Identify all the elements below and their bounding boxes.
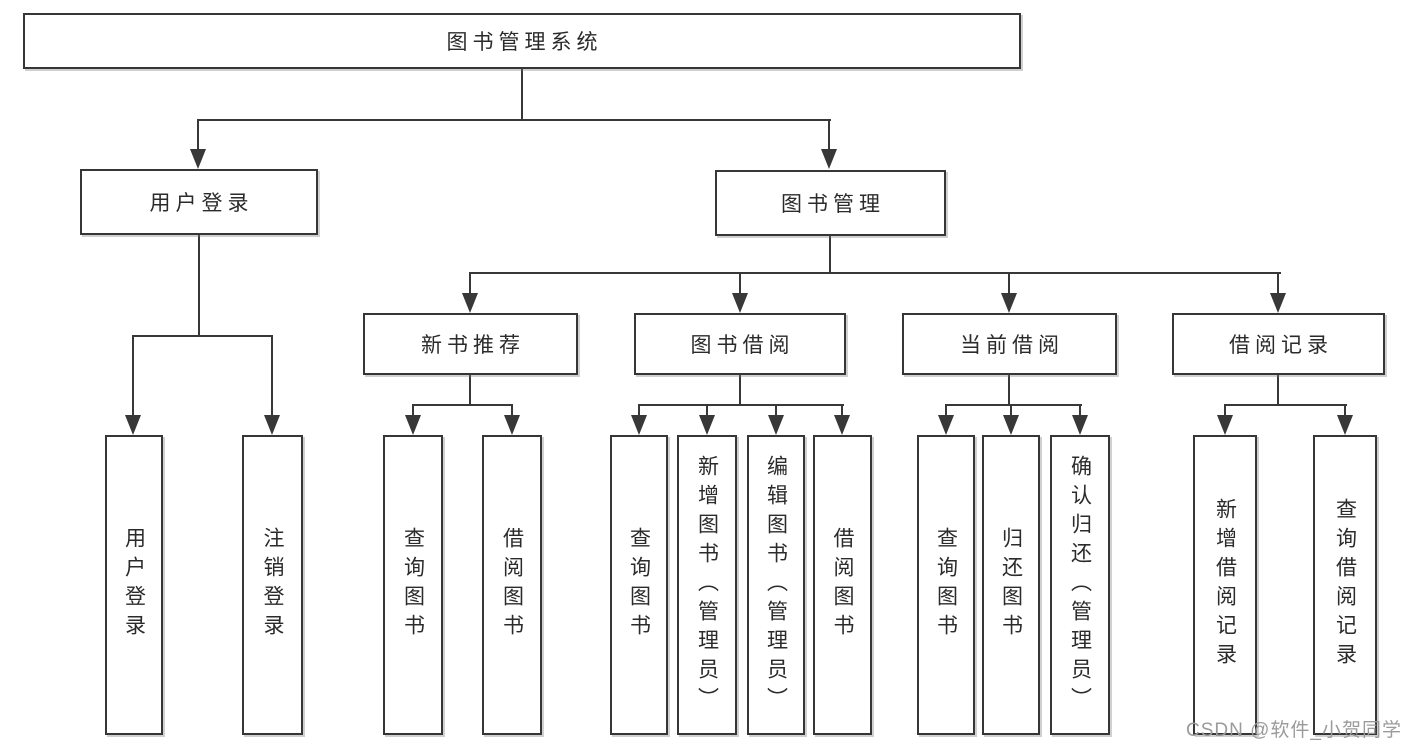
- node-book-management: 图书管理: [715, 170, 946, 236]
- arrowhead-down-icon: [1072, 415, 1088, 435]
- connector-vline: [1277, 373, 1279, 404]
- node-book-borrow: 图书借阅: [634, 313, 846, 375]
- leaf-query-borrow-record: 查询借阅记录: [1313, 435, 1377, 735]
- connector-vline: [412, 404, 414, 417]
- arrowhead-down-icon: [462, 293, 478, 313]
- connector-vline: [271, 335, 273, 417]
- connector-hline: [1224, 404, 1347, 406]
- connector-vline: [638, 404, 640, 417]
- node-user-login: 用户登录: [80, 169, 318, 235]
- node-current-borrow: 当前借阅: [902, 313, 1117, 375]
- arrowhead-down-icon: [768, 415, 784, 435]
- arrowhead-down-icon: [938, 415, 954, 435]
- leaf-borrow-book-1: 借阅图书: [482, 435, 542, 735]
- leaf-query-book-1: 查询图书: [383, 435, 443, 735]
- connector-vline: [1008, 272, 1010, 295]
- leaf-borrow-book-2: 借阅图书: [813, 435, 872, 735]
- arrowhead-down-icon: [405, 415, 421, 435]
- arrowhead-down-icon: [190, 149, 206, 169]
- leaf-query-book-2: 查询图书: [610, 435, 668, 735]
- leaf-logout: 注销登录: [242, 435, 303, 735]
- leaf-user-login: 用户登录: [105, 435, 163, 735]
- arrowhead-down-icon: [821, 149, 837, 169]
- node-new-book-recommend: 新书推荐: [363, 313, 578, 375]
- leaf-confirm-return-admin: 确认归还（管理员）: [1050, 435, 1110, 735]
- connector-vline: [945, 404, 947, 417]
- leaf-return-book: 归还图书: [982, 435, 1040, 735]
- connector-vline: [841, 404, 843, 417]
- arrowhead-down-icon: [1217, 415, 1233, 435]
- connector-vline: [706, 404, 708, 417]
- leaf-query-book-3: 查询图书: [917, 435, 975, 735]
- connector-hline: [412, 404, 513, 406]
- connector-vline: [132, 335, 134, 417]
- connector-vline: [739, 272, 741, 295]
- connector-vline: [775, 404, 777, 417]
- connector-hline: [469, 272, 1281, 274]
- connector-hline: [132, 335, 273, 337]
- connector-vline: [1079, 404, 1081, 417]
- connector-vline: [1008, 373, 1010, 404]
- arrowhead-down-icon: [1001, 293, 1017, 313]
- leaf-add-book-admin: 新增图书（管理员）: [677, 435, 737, 735]
- connector-vline: [469, 272, 471, 295]
- arrowhead-down-icon: [125, 415, 141, 435]
- arrowhead-down-icon: [1337, 415, 1353, 435]
- connector-vline: [198, 233, 200, 335]
- connector-vline: [1224, 404, 1226, 417]
- arrowhead-down-icon: [504, 415, 520, 435]
- connector-vline: [739, 373, 741, 404]
- arrowhead-down-icon: [264, 415, 280, 435]
- connector-hline: [638, 404, 844, 406]
- connector-vline: [828, 119, 830, 151]
- arrowhead-down-icon: [631, 415, 647, 435]
- connector-vline: [197, 119, 199, 151]
- arrowhead-down-icon: [732, 293, 748, 313]
- arrowhead-down-icon: [1003, 415, 1019, 435]
- connector-vline: [1277, 272, 1279, 295]
- leaf-add-borrow-record: 新增借阅记录: [1193, 435, 1257, 735]
- connector-vline: [1344, 404, 1346, 417]
- connector-vline: [829, 236, 831, 272]
- arrowhead-down-icon: [699, 415, 715, 435]
- connector-vline: [1010, 404, 1012, 417]
- node-root: 图书管理系统: [23, 13, 1021, 69]
- arrowhead-down-icon: [1270, 293, 1286, 313]
- connector-hline: [197, 119, 831, 121]
- leaf-edit-book-admin: 编辑图书（管理员）: [747, 435, 805, 735]
- node-borrow-records: 借阅记录: [1172, 313, 1385, 375]
- connector-vline: [469, 373, 471, 404]
- watermark-text: CSDN @软件_小贺同学: [1186, 720, 1402, 741]
- arrowhead-down-icon: [834, 415, 850, 435]
- connector-vline: [521, 69, 523, 119]
- connector-vline: [511, 404, 513, 417]
- connector-hline: [945, 404, 1082, 406]
